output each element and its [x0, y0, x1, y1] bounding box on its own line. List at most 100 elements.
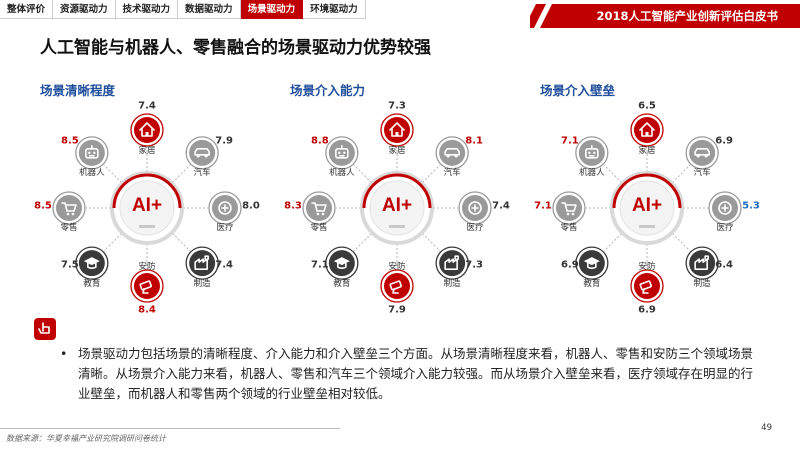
- value-car: 7.9: [215, 135, 233, 147]
- hub-inner: [369, 180, 425, 236]
- car-icon: [694, 148, 710, 158]
- hub-inner: [619, 180, 675, 236]
- value-robot: 7.1: [560, 135, 579, 147]
- value-manufacture: 7.3: [465, 259, 483, 271]
- robot-icon: [585, 145, 599, 159]
- nav-tabs: 整体评价资源驱动力技术驱动力数据驱动力场景驱动力环境驱动力: [0, 0, 366, 19]
- panel-title: 场景介入壁垒: [540, 83, 616, 98]
- medical-icon: [468, 201, 482, 215]
- value-security: 8.4: [138, 304, 156, 316]
- bullet-dot: •: [60, 346, 68, 361]
- spoke-line: [603, 233, 622, 252]
- node-education: [325, 246, 359, 280]
- label-education: 教育: [583, 279, 601, 290]
- hub-red-arc: [612, 173, 682, 209]
- node-security: [630, 269, 664, 303]
- panel-title: 场景介入能力: [290, 83, 366, 98]
- label-security: 安防: [638, 262, 656, 272]
- value-retail: 7.1: [534, 200, 552, 212]
- hub-red-arc: [362, 173, 432, 209]
- value-education: 7.5: [60, 259, 79, 271]
- cart-icon: [561, 202, 577, 216]
- center-ai-label: AI+: [631, 195, 663, 216]
- page-number: 49: [761, 423, 772, 433]
- label-home: 家居: [138, 146, 156, 156]
- factory-icon: [694, 255, 709, 270]
- header-banner: 2018人工智能产业创新评估白皮书: [530, 0, 800, 28]
- tab-4[interactable]: 场景驱动力: [240, 0, 304, 19]
- node-medical: [708, 191, 742, 225]
- label-medical: 医疗: [466, 223, 484, 233]
- value-robot: 8.8: [310, 135, 329, 147]
- hub-red-arc: [112, 173, 182, 209]
- home-icon: [639, 122, 655, 137]
- value-medical: 5.3: [742, 200, 760, 212]
- graduation-cap-icon: [83, 257, 100, 269]
- hub-stand: [139, 225, 155, 228]
- spoke-line: [422, 164, 441, 183]
- value-retail: 8.3: [284, 200, 302, 212]
- hub-inner: [119, 180, 175, 236]
- summary-paragraph: • 场景驱动力包括场景的清晰程度、介入能力和介入壁垒三个方面。从场景清晰程度来看…: [60, 344, 760, 404]
- label-manufacture: 制造: [693, 279, 711, 290]
- node-home: [380, 113, 414, 147]
- value-manufacture: 6.4: [715, 259, 733, 271]
- tab-0[interactable]: 整体评价: [0, 0, 54, 19]
- node-robot: [75, 136, 109, 170]
- cart-icon: [311, 202, 327, 216]
- spoke-line: [422, 233, 441, 252]
- cart-icon: [61, 202, 77, 216]
- label-car: 汽车: [443, 167, 461, 178]
- summary-text: 场景驱动力包括场景的清晰程度、介入能力和介入壁垒三个方面。从场景清晰程度来看，机…: [78, 346, 754, 401]
- label-car: 汽车: [693, 167, 711, 178]
- label-security: 安防: [138, 262, 156, 272]
- label-retail: 零售: [560, 223, 578, 233]
- value-manufacture: 7.4: [215, 259, 233, 271]
- factory-icon: [444, 255, 459, 270]
- panel-title: 场景清晰程度: [40, 83, 116, 98]
- node-medical: [208, 191, 242, 225]
- node-robot: [325, 136, 359, 170]
- tab-3[interactable]: 数据驱动力: [178, 0, 241, 19]
- node-security: [130, 269, 164, 303]
- home-icon: [389, 122, 405, 137]
- medical-icon: [218, 201, 232, 215]
- value-home: 6.5: [638, 100, 656, 112]
- value-home: 7.4: [138, 100, 156, 112]
- value-home: 7.3: [388, 100, 406, 112]
- value-security: 7.9: [388, 304, 406, 316]
- label-car: 汽车: [193, 167, 211, 178]
- value-car: 6.9: [715, 135, 733, 147]
- node-car: [435, 136, 469, 170]
- page-title: 人工智能与机器人、零售融合的场景驱动力优势较强: [40, 38, 431, 58]
- label-medical: 医疗: [716, 223, 734, 233]
- factory-icon: [194, 255, 209, 270]
- spoke-line: [353, 233, 372, 252]
- center-ai-label: AI+: [131, 195, 163, 216]
- camera-icon: [139, 280, 152, 294]
- spoke-line: [103, 164, 122, 183]
- tab-2[interactable]: 技术驱动力: [115, 0, 179, 19]
- spoke-line: [103, 233, 122, 252]
- value-car: 8.1: [465, 135, 483, 147]
- label-education: 教育: [83, 279, 101, 290]
- node-robot: [575, 136, 609, 170]
- graduation-cap-icon: [583, 257, 600, 269]
- tab-1[interactable]: 资源驱动力: [53, 0, 116, 19]
- value-education: 6.9: [560, 259, 579, 271]
- label-retail: 零售: [310, 223, 328, 233]
- scene-diagram: [302, 113, 492, 303]
- node-home: [630, 113, 664, 147]
- value-robot: 8.5: [60, 135, 79, 147]
- robot-icon: [335, 145, 349, 159]
- label-retail: 零售: [60, 223, 78, 233]
- camera-icon: [389, 280, 402, 294]
- label-home: 家居: [638, 146, 656, 156]
- tab-5[interactable]: 环境驱动力: [303, 0, 366, 19]
- label-robot: 机器人: [79, 167, 105, 178]
- label-robot: 机器人: [329, 167, 355, 178]
- node-retail: [302, 191, 336, 225]
